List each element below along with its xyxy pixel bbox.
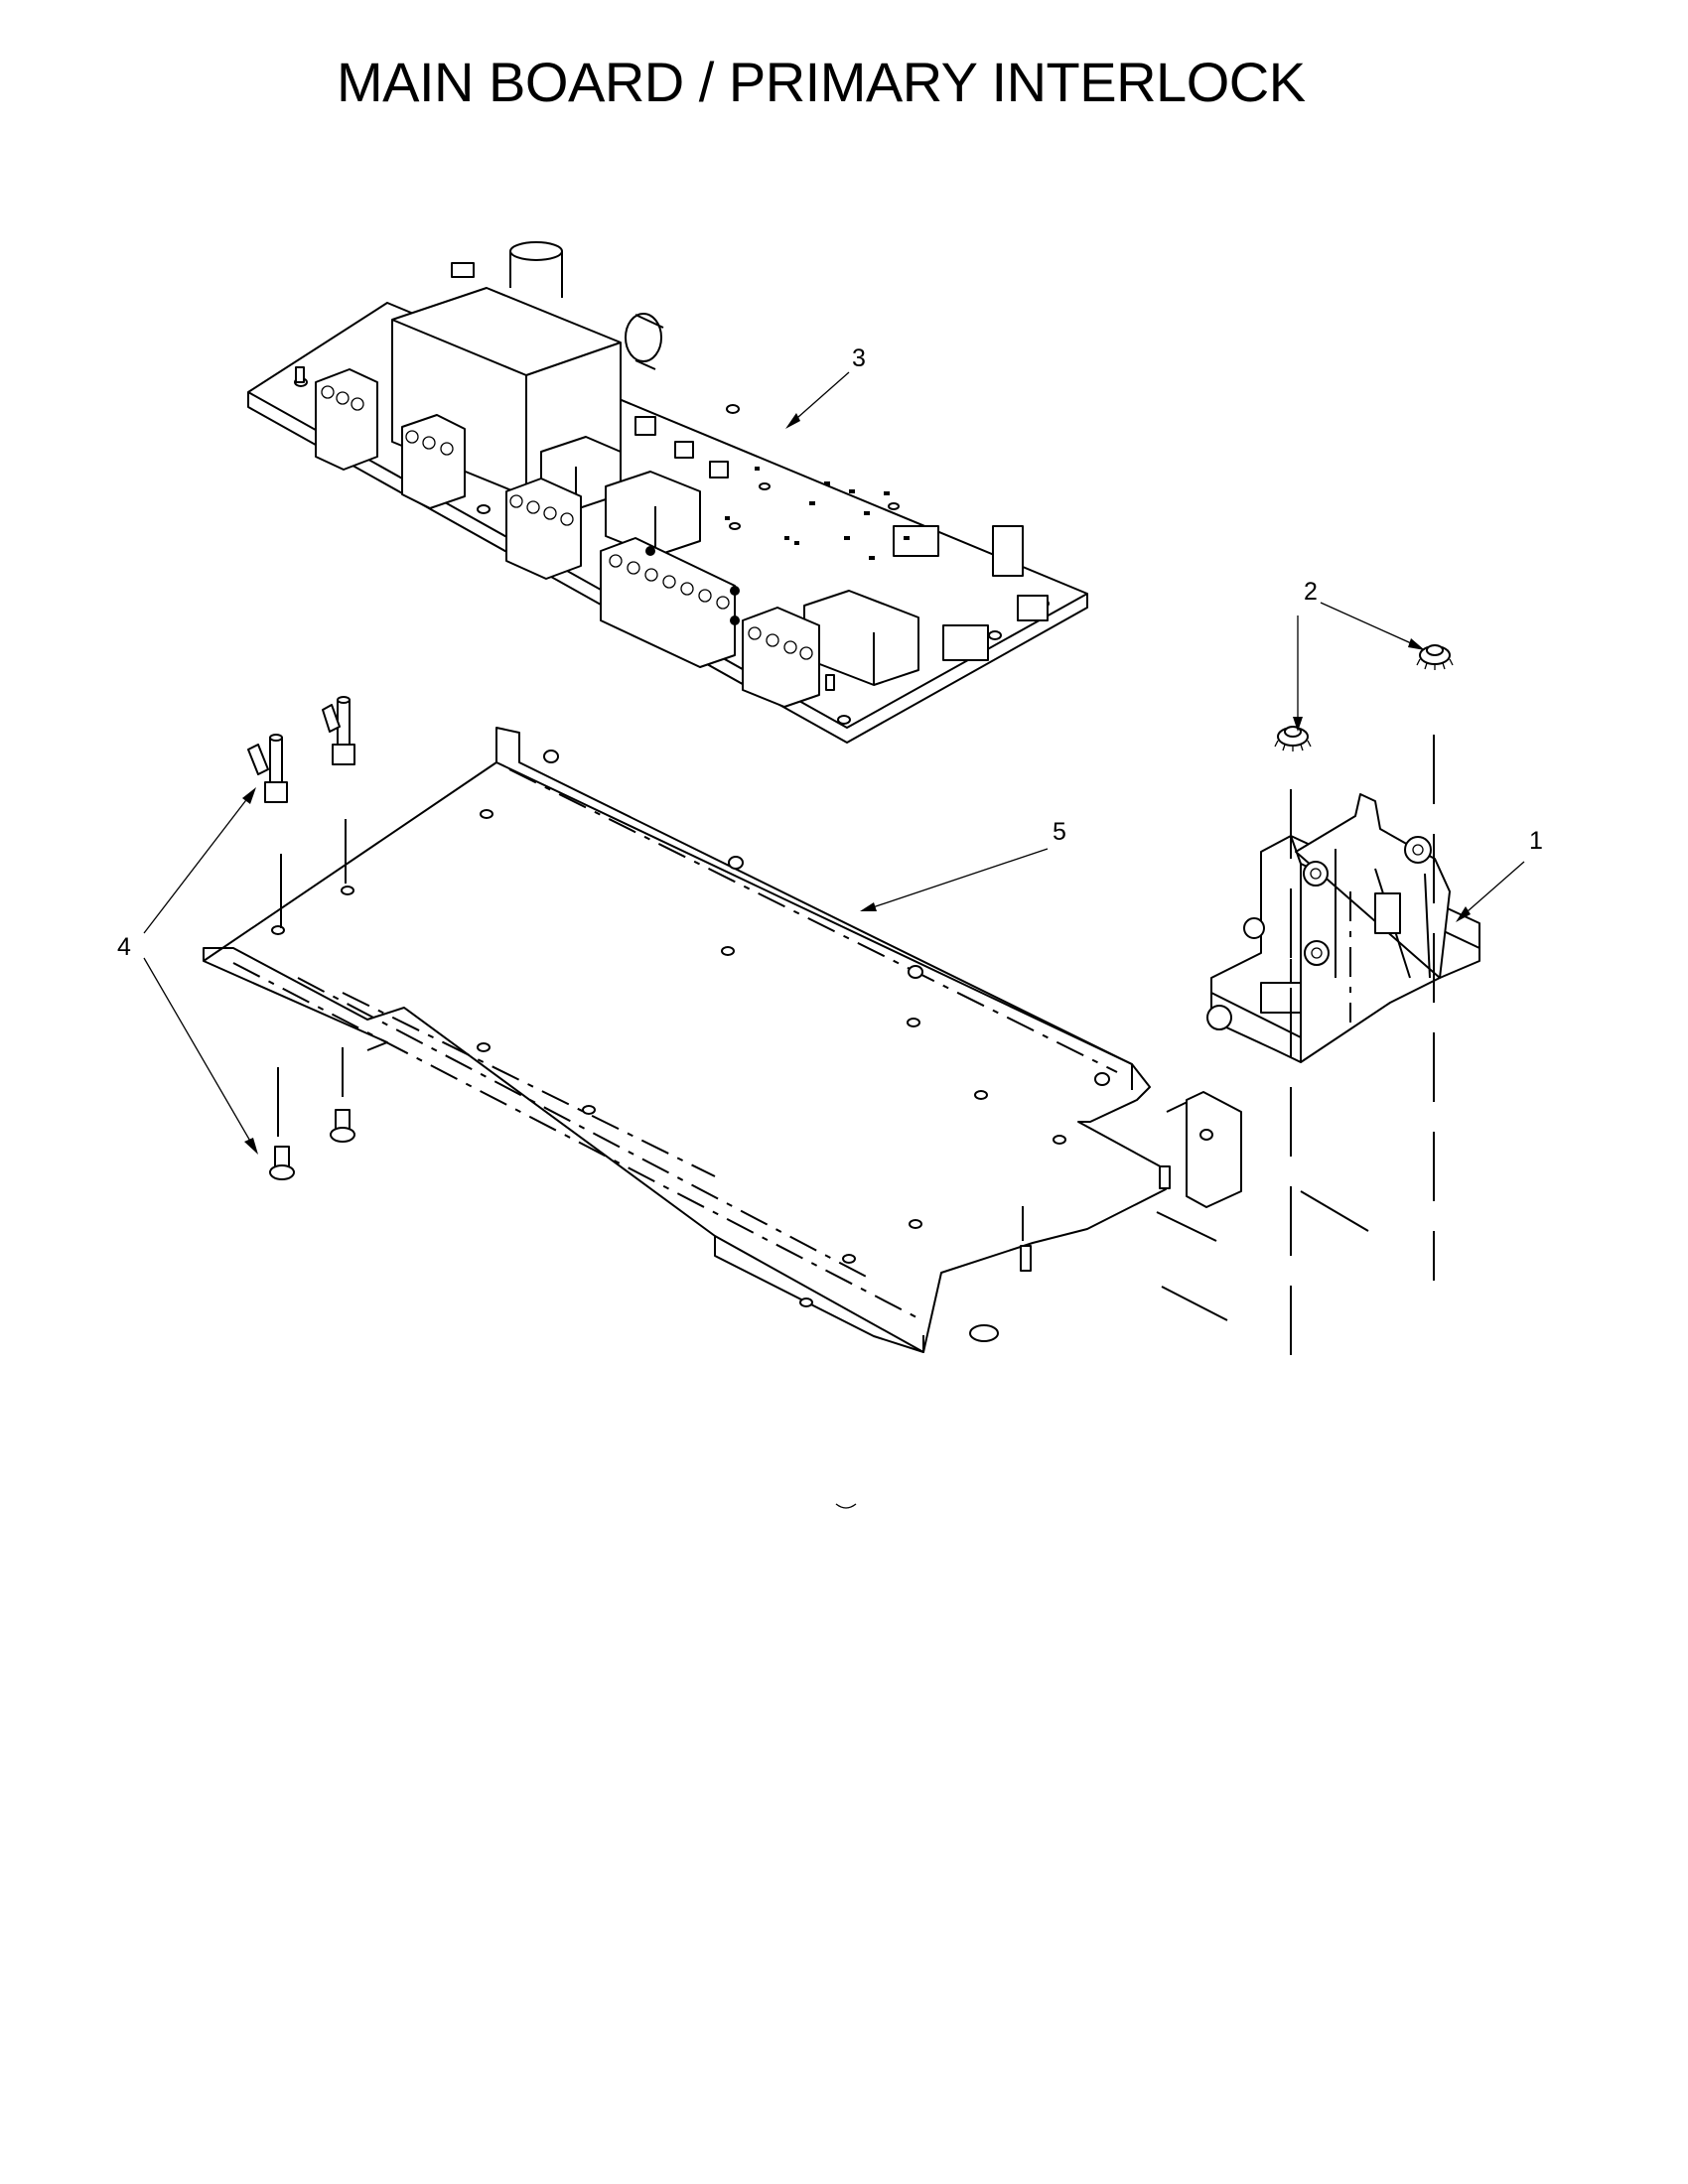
standoff-and-screw-icon (247, 696, 1171, 1342)
lock-nut-icon (1274, 644, 1454, 751)
callout-4: 4 (117, 933, 131, 961)
callout-5: 5 (1053, 818, 1066, 846)
callout-leaders (143, 371, 1525, 1155)
mounting-plate-icon (203, 727, 1242, 1353)
callout-1: 1 (1529, 827, 1543, 855)
main-control-board-icon (247, 241, 1088, 744)
callout-2: 2 (1304, 578, 1318, 606)
interlock-switch-assembly-icon (1206, 793, 1480, 1063)
page-title: MAIN BOARD / PRIMARY INTERLOCK (337, 51, 1306, 113)
callout-3: 3 (852, 344, 866, 372)
